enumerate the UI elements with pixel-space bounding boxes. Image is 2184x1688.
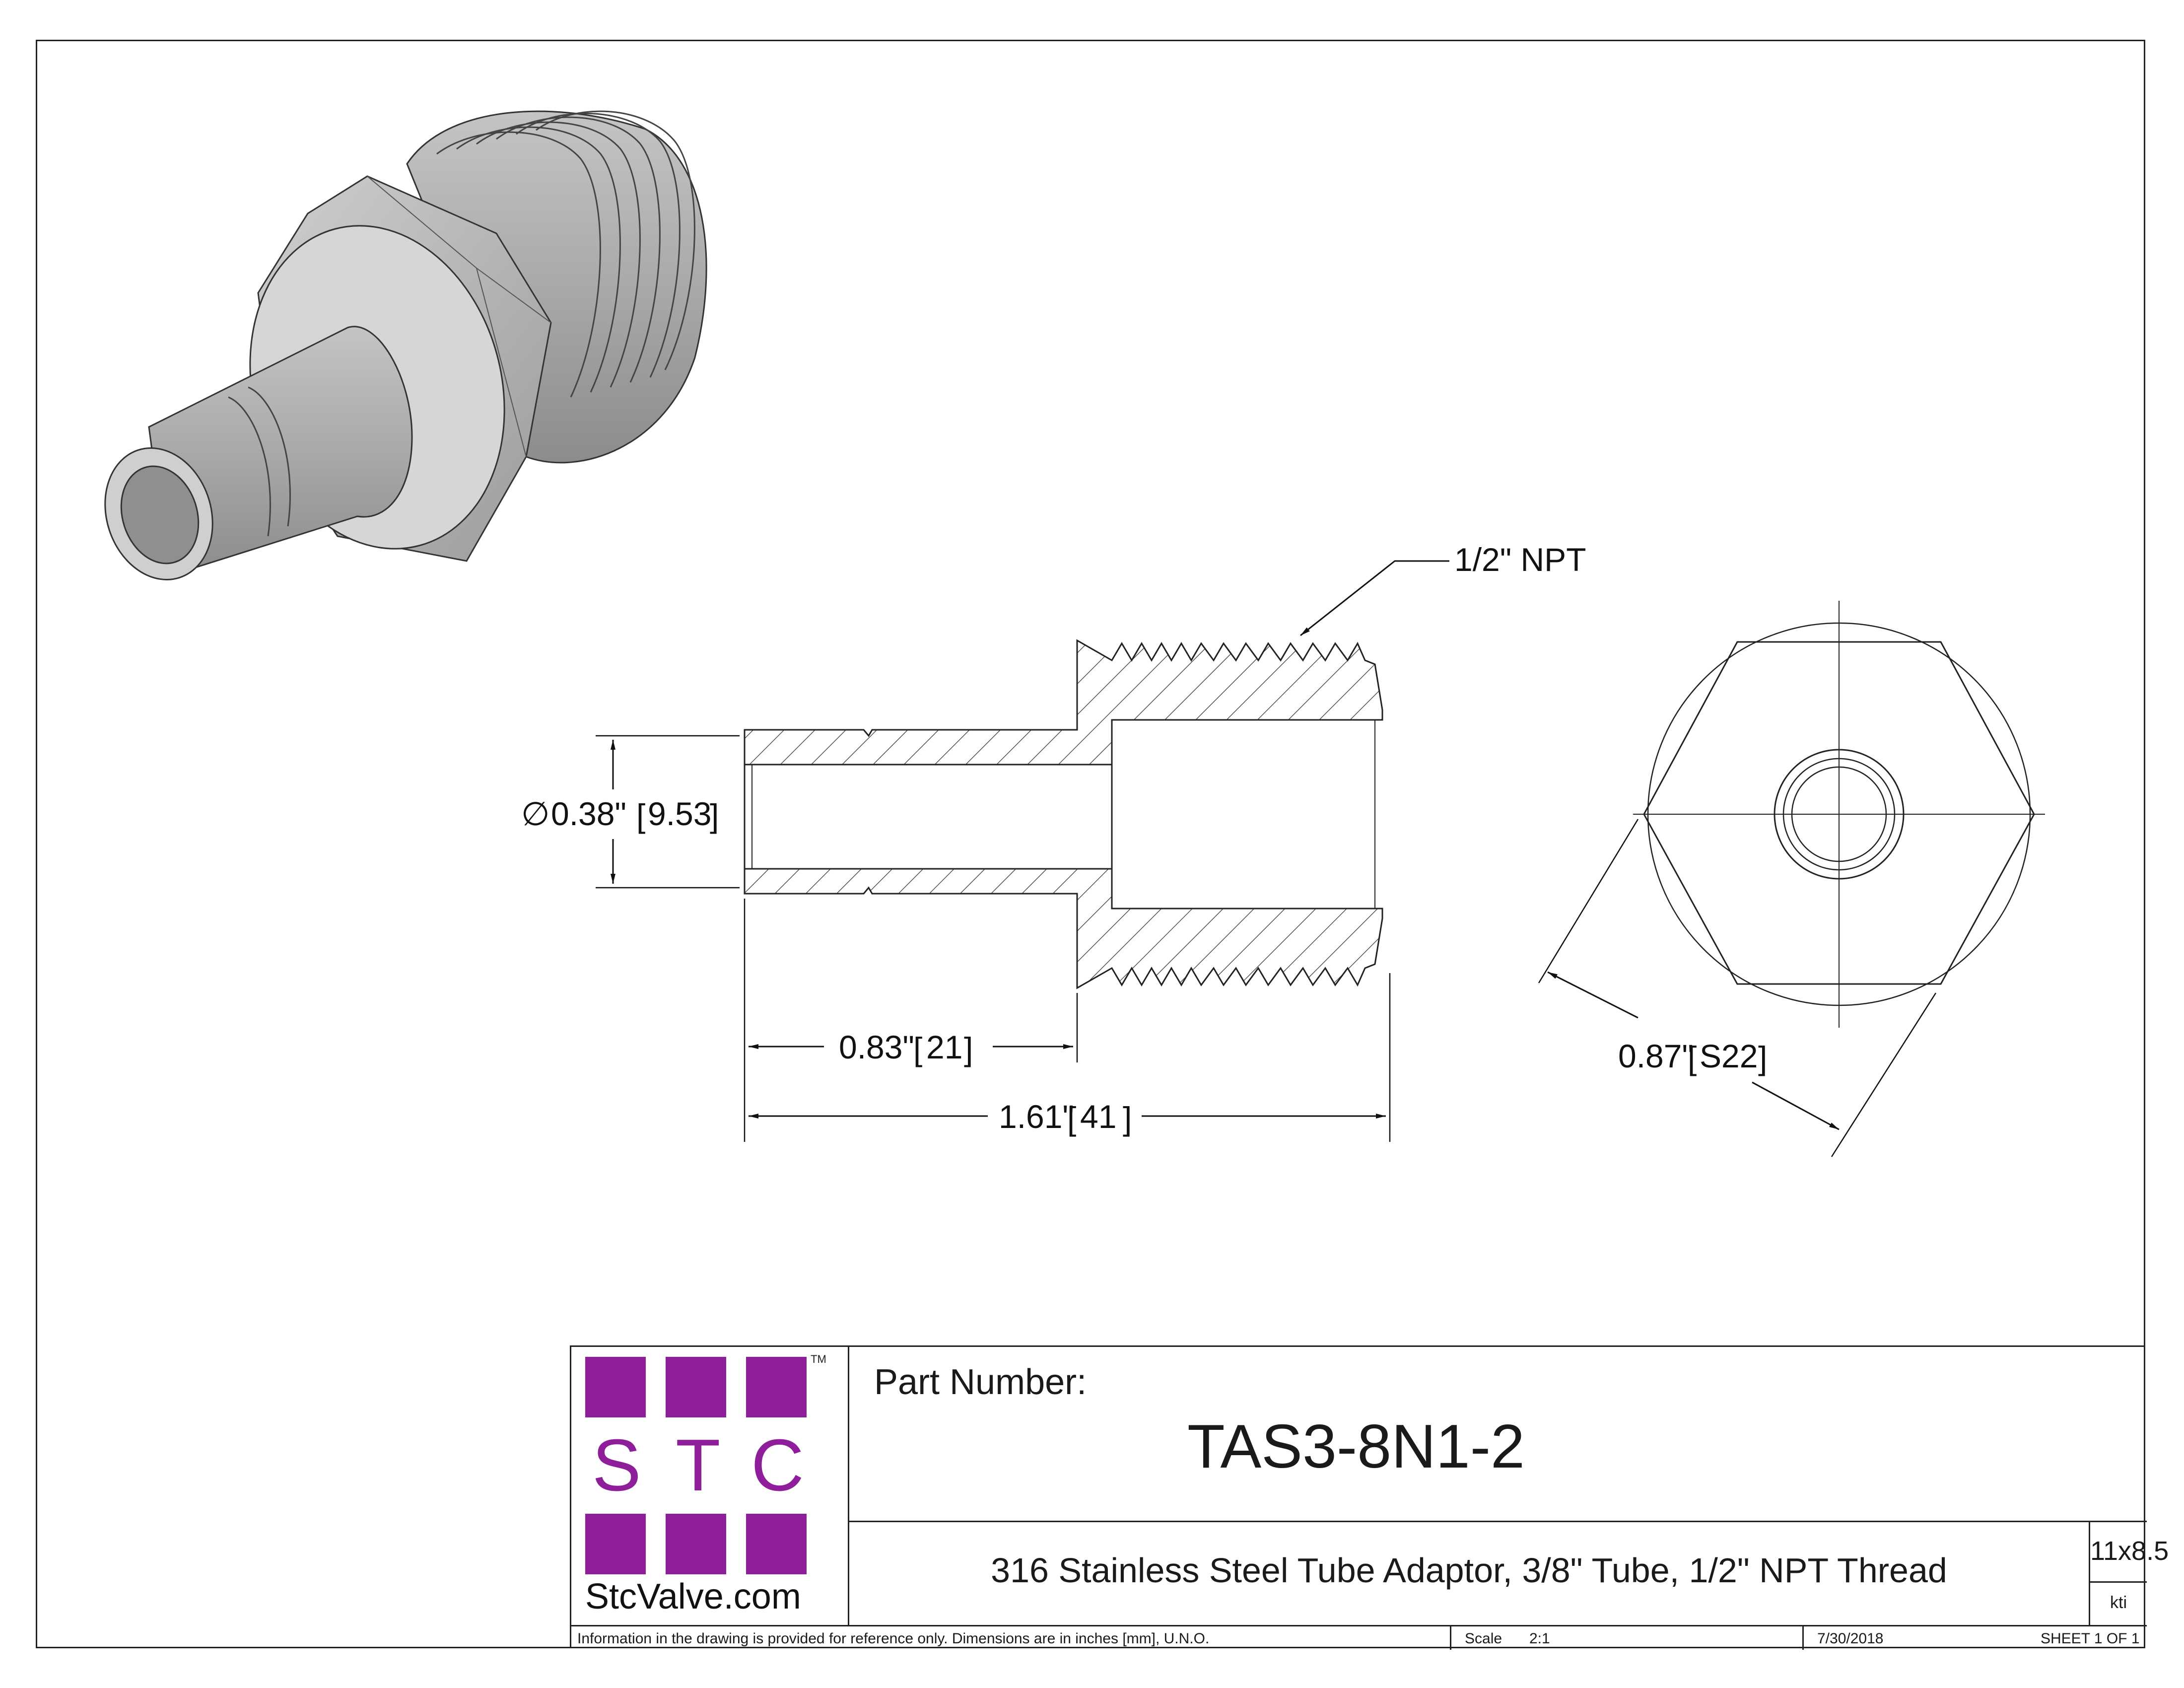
npt-callout: 1/2" NPT — [1454, 541, 1586, 578]
sheet-size: 11x8.5 — [2090, 1536, 2169, 1566]
diameter-mm-bracket-open: [ — [636, 797, 645, 834]
iso-tube-bore — [120, 465, 200, 564]
part-number: TAS3-8N1-2 — [1187, 1412, 1525, 1481]
section-view — [744, 639, 1383, 989]
overall-length-value: 1.61" — [999, 1098, 1074, 1135]
hex-size-bracket-close: ] — [1758, 1040, 1767, 1076]
section-bottom-wall — [744, 868, 1383, 989]
footer-divider — [1802, 1626, 1804, 1650]
diameter-mm-value: 9.53 — [648, 795, 711, 832]
hex-size-value: 0.87" — [1618, 1038, 1694, 1074]
hex-size-mm: S22 — [1700, 1038, 1758, 1074]
footer-divider — [1450, 1626, 1451, 1650]
diameter-dimension: ∅ 0.38" [ 9.53 ] — [521, 735, 740, 889]
part-number-label: Part Number: — [874, 1362, 1087, 1402]
hex-size-bracket-open: [ — [1688, 1040, 1697, 1076]
diameter-mm-bracket-close: ] — [710, 797, 719, 834]
logo-square — [585, 1357, 646, 1417]
iso-thread-lines — [436, 110, 695, 398]
logo-square — [585, 1514, 646, 1574]
section-top-wall — [744, 639, 1383, 766]
logo: TM S T C StcValve.com — [571, 1347, 849, 1625]
sheet-border — [36, 40, 2145, 1648]
logo-square — [746, 1514, 807, 1574]
hex-dimension: 0.87" [ S22 ] — [1538, 819, 1937, 1157]
shoulder-length-value: 0.83" — [839, 1029, 914, 1065]
logo-square — [666, 1357, 726, 1417]
disclaimer: Information in the drawing is provided f… — [577, 1630, 1210, 1647]
title-footer: Information in the drawing is provided f… — [571, 1625, 2147, 1650]
logo-trademark: TM — [811, 1353, 826, 1365]
shoulder-length-mm: 21 — [926, 1029, 962, 1065]
logo-letter-c: C — [751, 1424, 804, 1506]
end-view — [1633, 601, 2045, 1028]
iso-thread-body — [406, 110, 707, 464]
iso-tube-stem — [148, 326, 413, 577]
npt-leader — [1300, 560, 1449, 636]
diameter-symbol: ∅ — [521, 795, 550, 832]
part-description: 316 Stainless Steel Tube Adaptor, 3/8" T… — [991, 1551, 1947, 1590]
sheet-number: SHEET 1 OF 1 — [2041, 1630, 2140, 1647]
shoulder-length-bracket-close: ] — [964, 1031, 973, 1067]
title-block: TM S T C StcValve.com Part Number: TAS3-… — [570, 1345, 2169, 1650]
overall-length-mm: 41 — [1080, 1098, 1116, 1135]
overall-length-bracket-close: ] — [1123, 1100, 1132, 1137]
drawing-date: 7/30/2018 — [1817, 1630, 1884, 1647]
logo-square — [666, 1514, 726, 1574]
description-cell: 316 Stainless Steel Tube Adaptor, 3/8" T… — [849, 1521, 2090, 1625]
title-row-divider — [849, 1521, 2147, 1522]
scale-label: Scale — [1465, 1630, 1502, 1647]
logo-website: StcValve.com — [585, 1577, 801, 1617]
logo-letter-s: S — [592, 1424, 641, 1506]
length-dimensions: 0.83" [ 21 ] 1.61" [ 41 ] — [744, 899, 1391, 1142]
size-divider — [2090, 1581, 2147, 1583]
shoulder-length-bracket-open: [ — [913, 1031, 922, 1067]
overall-length-bracket-open: [ — [1067, 1100, 1076, 1137]
diameter-value: 0.38" — [551, 795, 626, 832]
author-initials: kti — [2110, 1593, 2127, 1612]
logo-square — [746, 1357, 807, 1417]
isometric-view — [104, 110, 707, 580]
scale-value: 2:1 — [1529, 1630, 1550, 1647]
logo-letter-t: T — [676, 1424, 721, 1506]
